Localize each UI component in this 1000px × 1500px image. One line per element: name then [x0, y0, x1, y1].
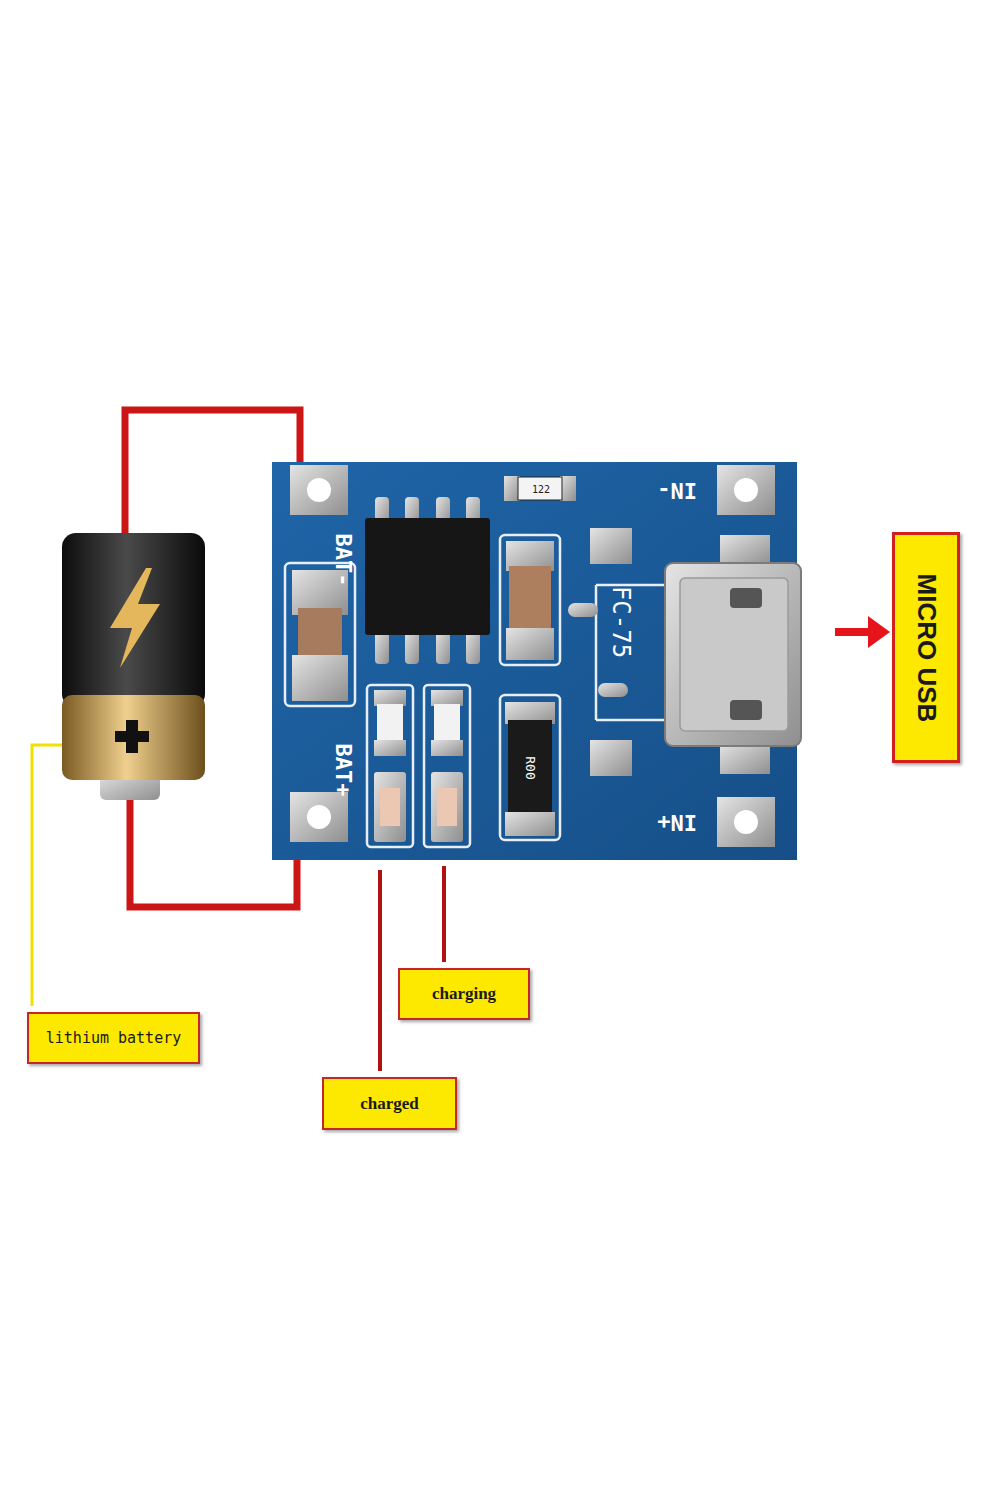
connector-hole [730, 588, 762, 608]
micro-usb-connector [665, 563, 801, 746]
ic-chip [365, 497, 490, 664]
pad [717, 465, 775, 515]
pad [505, 812, 555, 836]
pad [598, 683, 628, 697]
led-lens [437, 788, 457, 826]
pad [431, 690, 463, 706]
callout-box: charged [322, 1077, 457, 1130]
led-body [431, 772, 463, 842]
pad [720, 744, 770, 774]
pad [290, 792, 348, 842]
capacitor-body [509, 566, 551, 632]
chip-body [365, 518, 490, 635]
battery-body [62, 695, 205, 780]
callout-box: lithium battery [27, 1012, 200, 1064]
pad [374, 690, 406, 706]
capacitor [506, 541, 554, 660]
callout-box: charging [398, 968, 530, 1020]
resistor [504, 476, 576, 501]
leader-line [378, 870, 382, 1071]
pin-name: IN- [657, 478, 697, 503]
led [431, 772, 463, 842]
pin-name: BAT- [331, 534, 356, 587]
pad [590, 528, 632, 564]
outline [424, 685, 470, 847]
pad [568, 603, 598, 617]
wire [130, 800, 297, 907]
pin-name: BAT+ [331, 744, 356, 797]
resistor-body [518, 477, 562, 500]
callout-label: lithium battery [46, 1029, 181, 1047]
leader-line [32, 745, 62, 1006]
hole [307, 805, 331, 829]
pad [717, 797, 775, 847]
led-lens [380, 788, 400, 826]
callout-label: charged [360, 1094, 419, 1114]
part-name: FC-75 [607, 586, 635, 658]
pad [590, 740, 632, 776]
component-marking: 122 [532, 484, 550, 495]
connector-face [680, 578, 788, 731]
connector-hole [730, 700, 762, 720]
battery-body [62, 533, 205, 708]
pad [431, 740, 463, 756]
pin [466, 630, 480, 664]
resistor [431, 690, 463, 756]
callout-box: MICRO USB [892, 532, 960, 763]
resistor-body [434, 704, 460, 742]
hole [734, 810, 758, 834]
pin [375, 630, 389, 664]
callout-label: MICRO USB [911, 573, 942, 722]
resistor-body [377, 704, 403, 742]
capacitor-body [298, 608, 342, 660]
leader-line [442, 866, 446, 962]
callout-label: charging [432, 984, 496, 1004]
arrow-head [868, 616, 890, 648]
plus-symbol [126, 720, 138, 753]
capacitor [292, 570, 348, 701]
pin-name: IN+ [657, 810, 697, 835]
pad [506, 628, 554, 660]
outline [367, 685, 413, 847]
pad [720, 535, 770, 565]
connector-shell [665, 563, 801, 746]
pcb-board [272, 462, 797, 860]
pad [292, 655, 348, 701]
outline [500, 695, 560, 840]
hole [734, 478, 758, 502]
component-marking: R00 [523, 756, 538, 779]
pin [436, 630, 450, 664]
pad [374, 740, 406, 756]
pin [405, 630, 419, 664]
arrow-line [835, 628, 872, 636]
resistor [505, 702, 555, 836]
battery-symbol [62, 533, 205, 800]
hole [307, 478, 331, 502]
led-body [374, 772, 406, 842]
lightning-symbol [110, 568, 160, 668]
led [374, 772, 406, 842]
pad [290, 465, 348, 515]
outline [596, 585, 665, 720]
outline [500, 535, 560, 665]
resistor-body [508, 720, 552, 816]
resistor [374, 690, 406, 756]
